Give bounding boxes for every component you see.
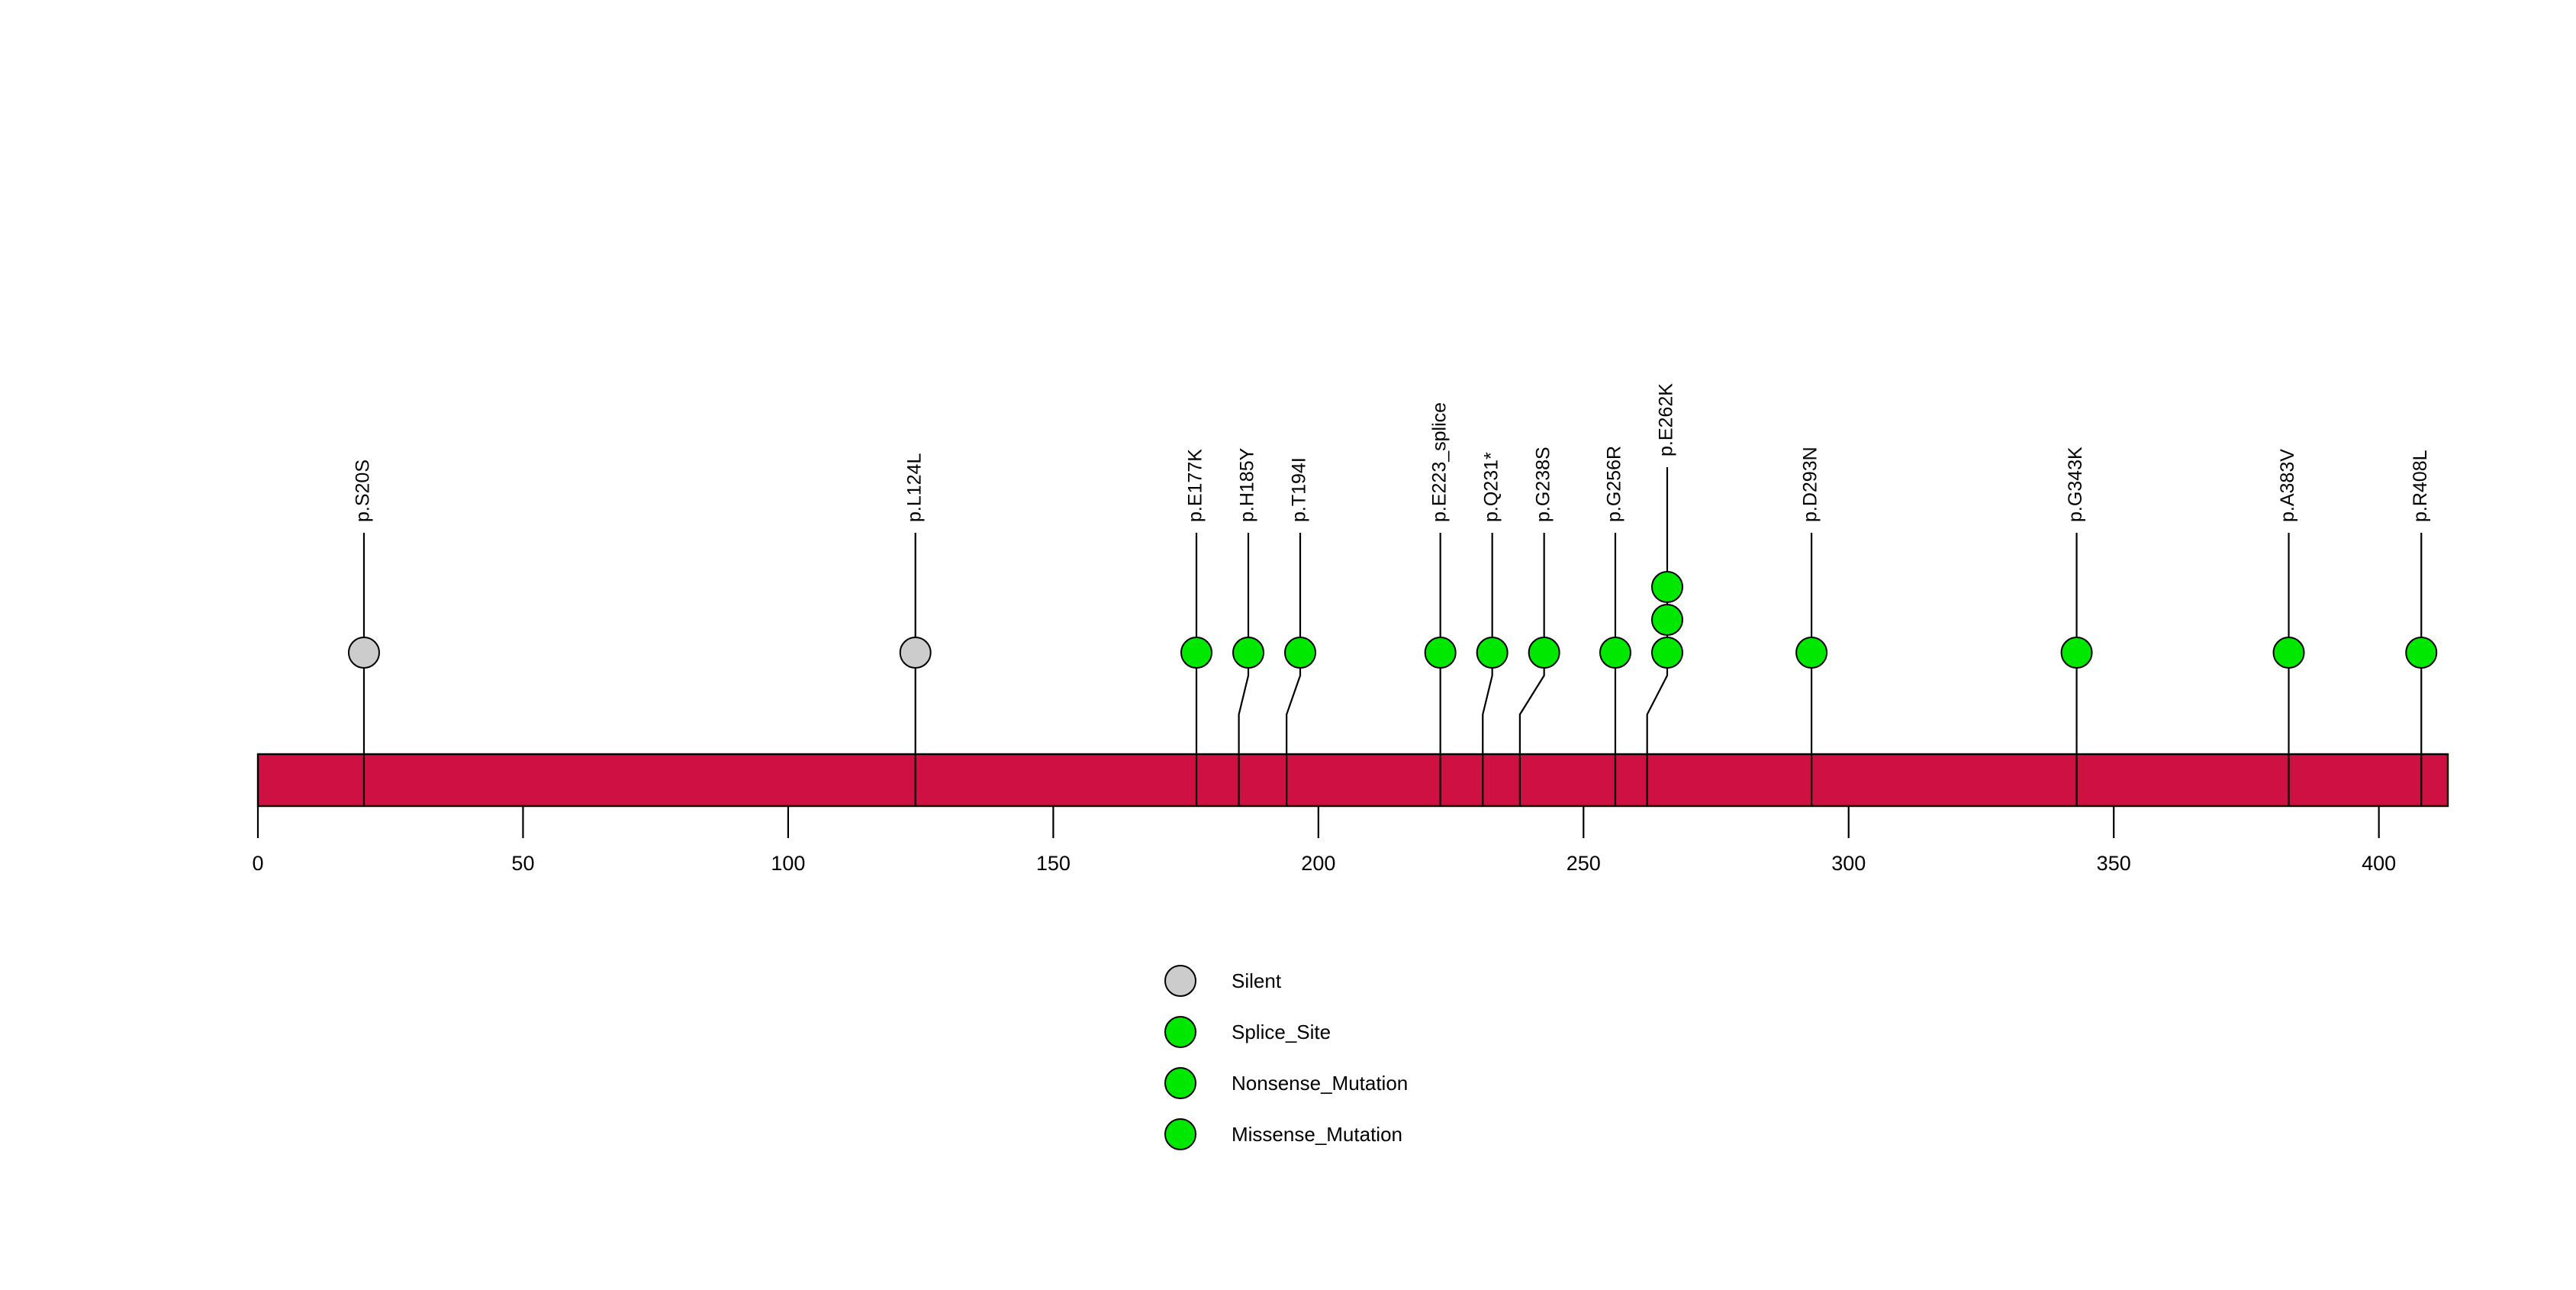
x-axis-tick-label: 350 — [2097, 852, 2131, 875]
mutation-label: p.E223_splice — [1428, 402, 1450, 522]
x-axis-tick-label: 250 — [1567, 852, 1601, 875]
x-axis-tick-label: 150 — [1036, 852, 1071, 875]
lollipop-marker[interactable] — [1180, 637, 1212, 669]
lollipop-marker[interactable] — [1232, 637, 1264, 669]
legend-swatch-splice_site[interactable] — [1164, 1016, 1196, 1048]
lollipop-marker[interactable] — [1284, 637, 1316, 669]
x-axis-tick-label: 300 — [1831, 852, 1866, 875]
mutation-label: p.R408L — [2410, 450, 2431, 522]
mutation-label: p.S20S — [353, 460, 374, 522]
x-axis-tick-label: 200 — [1301, 852, 1335, 875]
lollipop-stem — [1286, 533, 1302, 806]
mutation-label: p.L124L — [903, 453, 925, 522]
lollipop-labels-group: p.S20S p.L124L p.E177K p.H185Y p.T194I p.E223… — [353, 383, 2431, 522]
legend-label-missense_mutation: Missense_Mutation — [1232, 1123, 1402, 1146]
lollipop-marker[interactable] — [1528, 637, 1560, 669]
mutation-label: p.G238S — [1532, 447, 1554, 522]
legend-label-silent: Silent — [1232, 969, 1282, 992]
protein-domain-bar — [256, 753, 2449, 808]
lollipop-marker[interactable] — [899, 637, 932, 669]
mutation-label: p.G256R — [1604, 446, 1625, 522]
legend-swatch-silent[interactable] — [1164, 965, 1196, 997]
legend-swatch-nonsense_mutation[interactable] — [1164, 1067, 1196, 1099]
lollipop-marker[interactable] — [1599, 637, 1631, 669]
lollipop-marker[interactable] — [2405, 637, 2438, 669]
lollipop-stem — [1518, 533, 1545, 806]
legend-swatch-missense_mutation[interactable] — [1164, 1118, 1196, 1150]
lollipop-marker[interactable] — [1476, 637, 1509, 669]
x-axis-tick-label: 0 — [252, 852, 263, 875]
x-axis-tick-label: 400 — [2362, 852, 2396, 875]
mutation-label: p.G343K — [2065, 447, 2086, 522]
mutation-label: p.H185Y — [1237, 447, 1258, 522]
mutation-label: p.E262K — [1656, 383, 1677, 456]
mutation-label: p.T194I — [1289, 457, 1310, 522]
lollipop-marker[interactable] — [1650, 571, 1683, 603]
mutation-label: p.D293N — [1800, 447, 1821, 522]
lollipop-marker[interactable] — [347, 637, 380, 669]
lollipop-marker[interactable] — [1650, 637, 1683, 669]
lollipop-stem — [1238, 533, 1250, 806]
mutation-label: p.A383V — [2277, 449, 2298, 522]
mutation-label: p.E177K — [1185, 449, 1206, 522]
legend-label-splice_site: Splice_Site — [1232, 1021, 1331, 1043]
lollipop-markers-group — [347, 571, 2438, 669]
lollipop-marker[interactable] — [1795, 637, 1828, 669]
lollipop-stems-group — [362, 467, 2423, 806]
legend-group: SilentSplice_SiteNonsense_MutationMissen… — [1164, 965, 1408, 1150]
lollipop-marker[interactable] — [2060, 637, 2093, 669]
x-axis-tick-label: 100 — [771, 852, 805, 875]
lollipop-marker[interactable] — [2272, 637, 2305, 669]
mutation-label: p.Q231* — [1480, 452, 1502, 522]
lollipop-stem — [1482, 533, 1493, 806]
lollipop-marker[interactable] — [1650, 604, 1683, 636]
legend-label-nonsense_mutation: Nonsense_Mutation — [1232, 1072, 1408, 1095]
x-axis-group: 0 50 100 150 200 250 300 350 400 — [252, 806, 2396, 875]
x-axis-tick-label: 50 — [511, 852, 534, 875]
lollipop-marker[interactable] — [1424, 637, 1457, 669]
